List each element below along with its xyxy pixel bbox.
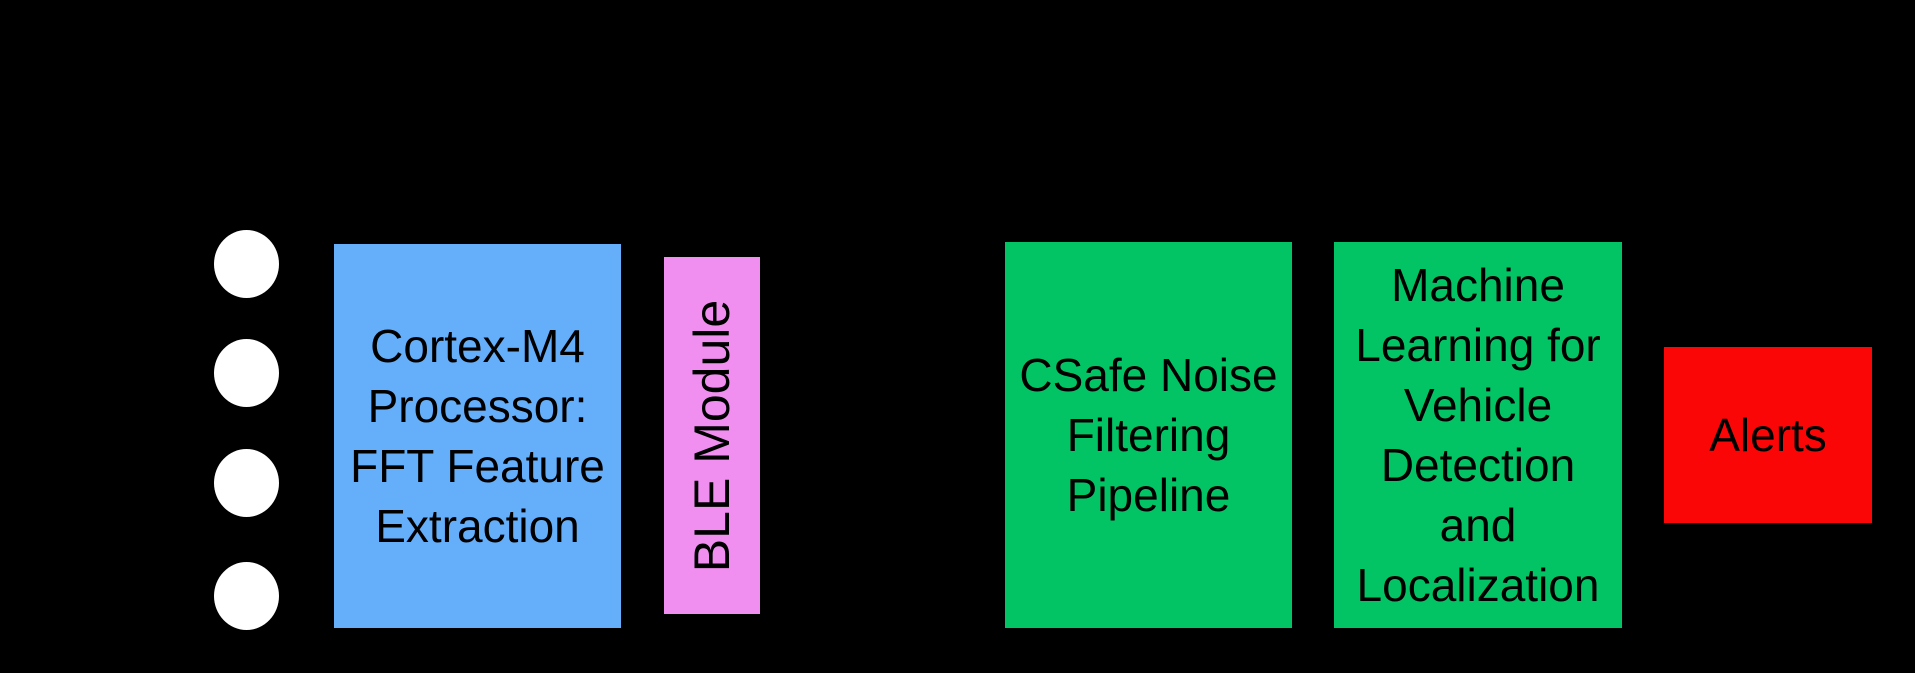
processor-label-line-4: Extraction — [375, 500, 580, 552]
ml-label-line-2: Learning for — [1355, 319, 1601, 371]
processor-label-line-2: Processor: — [367, 380, 588, 432]
cortex-m4-processor-box: Cortex-M4 Processor: FFT Feature Extract… — [334, 244, 621, 628]
csafe-noise-filtering-box: CSafe Noise Filtering Pipeline — [1005, 242, 1292, 628]
sensor-node-circle-4 — [214, 562, 279, 630]
ble-module-label: BLE Module — [684, 299, 741, 572]
sensor-node-circle-1 — [214, 230, 279, 298]
processor-label-line-1: Cortex-M4 — [370, 320, 585, 372]
noise-label-line-2: Filtering — [1066, 409, 1231, 461]
alerts-box: Alerts — [1664, 347, 1872, 523]
ble-module-box: BLE Module — [664, 257, 760, 614]
sensor-node-circle-3 — [214, 449, 279, 517]
alerts-label: Alerts — [1709, 409, 1827, 461]
sensor-node-circle-2 — [214, 339, 279, 407]
ml-label-line-4: Detection — [1380, 439, 1576, 491]
noise-label-line-3: Pipeline — [1066, 469, 1231, 521]
processor-label-line-3: FFT Feature — [350, 440, 605, 492]
noise-label-line-1: CSafe Noise — [1019, 349, 1278, 401]
ml-label-line-5: and — [1439, 499, 1517, 551]
machine-learning-box: Machine Learning for Vehicle Detection a… — [1334, 242, 1622, 628]
ml-label-line-1: Machine — [1391, 259, 1565, 311]
ml-label-line-6: Localization — [1356, 559, 1600, 611]
ml-label-line-3: Vehicle — [1403, 379, 1553, 431]
